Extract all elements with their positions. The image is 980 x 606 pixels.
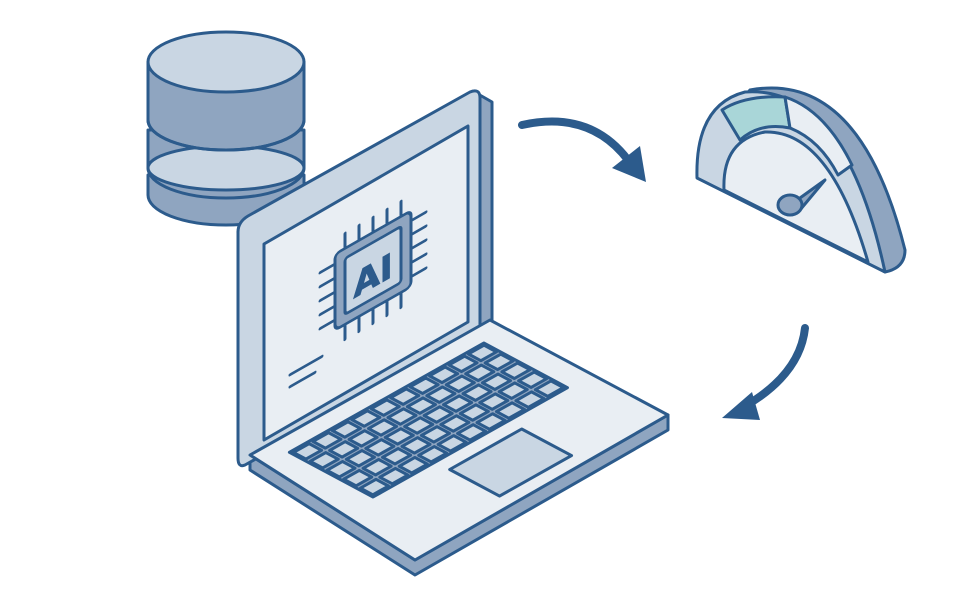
keyboard-key: [497, 381, 529, 400]
keyboard-key: [389, 387, 421, 406]
keyboard-key: [347, 429, 379, 448]
keyboard-key: [342, 468, 374, 488]
keyboard-key: [419, 425, 451, 444]
keyboard-key: [378, 466, 410, 486]
keyboard-key: [397, 455, 429, 475]
keyboard-key: [350, 409, 382, 428]
chip-pin: [409, 210, 428, 223]
keyboard-key: [330, 420, 362, 439]
keyboard-key: [442, 394, 474, 413]
chip-pin: [318, 304, 337, 317]
keyboard-key: [361, 457, 393, 477]
chip-pin: [318, 290, 337, 303]
keyboard-key: [466, 343, 498, 363]
keyboard-key: [461, 383, 493, 402]
keyboard-key: [381, 447, 413, 466]
keyboard-key: [328, 440, 360, 459]
keyboard-key: [408, 376, 440, 395]
chip-pin: [409, 252, 428, 265]
keyboard-key: [533, 379, 565, 398]
chip-pin: [318, 276, 337, 289]
keyboard-key: [422, 405, 454, 424]
keyboard-key: [428, 365, 460, 385]
keyboard-key: [436, 434, 468, 453]
keyboard-key: [500, 361, 532, 381]
keyboard-key: [311, 431, 343, 450]
keyboard-key: [369, 398, 401, 417]
keyboard-key: [480, 372, 512, 391]
chip-pin: [409, 266, 428, 279]
keyboard-key: [439, 414, 471, 433]
keyboard-key: [383, 427, 415, 446]
keyboard-key: [291, 442, 324, 461]
chip-pin: [318, 262, 337, 275]
keyboard-key: [308, 451, 340, 470]
keyboard-key: [403, 416, 435, 435]
ai-chip-icon: AI: [288, 199, 428, 389]
keyboard-key: [478, 392, 510, 411]
touchpad-surface: [448, 427, 574, 498]
keyboard-key: [483, 352, 515, 372]
keyboard-key: [325, 459, 357, 479]
keyboard-key: [400, 436, 432, 455]
keyboard-key: [417, 445, 449, 464]
keyboard-key: [386, 407, 418, 426]
keyboard-key: [444, 374, 476, 393]
keyboard-key: [344, 449, 376, 468]
chip-pin: [409, 224, 428, 237]
keyboard-key: [447, 354, 479, 374]
keyboard-key: [456, 423, 488, 442]
keyboard-key: [475, 412, 507, 431]
keyboard-key: [405, 396, 437, 415]
arrow-curved-icon: [722, 324, 809, 420]
keyboard-key: [517, 370, 549, 389]
database-icon: [146, 30, 306, 227]
keyboard-key: [514, 390, 546, 409]
keyboard-key: [494, 401, 527, 420]
keyboard: [287, 341, 569, 499]
arrow-curved-icon: [518, 117, 646, 182]
chip-pin: [318, 318, 337, 331]
touchpad: [448, 427, 574, 498]
keyboard-key: [364, 438, 396, 457]
chip-pin: [409, 238, 428, 251]
keyboard-key: [358, 477, 390, 497]
laptop-icon: AI: [236, 89, 670, 577]
keyboard-key: [367, 418, 399, 437]
speedometer-icon: [695, 86, 907, 274]
keyboard-key: [458, 403, 490, 422]
keyboard-key: [464, 363, 496, 383]
keyboard-key: [425, 385, 457, 404]
